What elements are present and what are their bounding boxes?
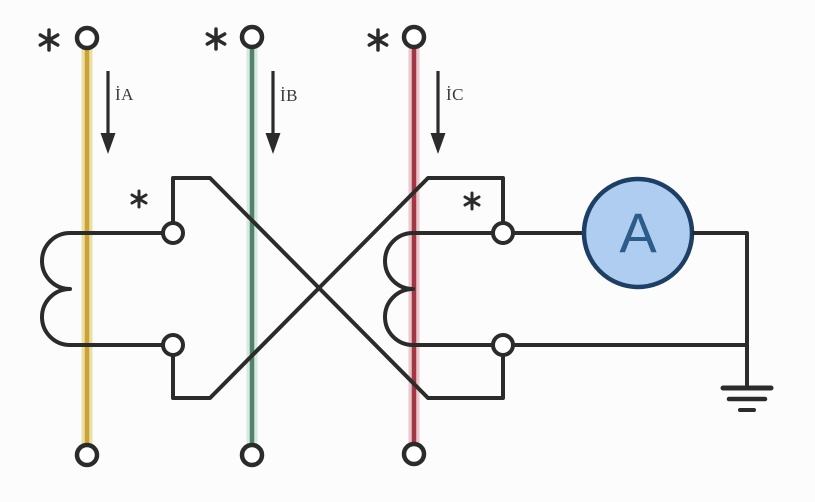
wire-ammeter-to-ground	[692, 231, 749, 386]
ct-c-secondary-terminal-bottom	[491, 333, 515, 357]
phase-b-top-terminal	[239, 24, 265, 50]
phase-a-top-terminal	[74, 25, 100, 51]
crossover-wire-a-bottom-to-c-top	[171, 176, 505, 400]
ct-c-secondary-terminal-top	[491, 221, 515, 245]
phase-a-bottom-terminal	[74, 442, 100, 468]
ct-c-polarity-asterisk-icon	[463, 191, 481, 211]
phase-c-current-label: İC	[446, 85, 464, 104]
phase-b-current-label: İB	[280, 86, 298, 105]
phase-a-current-arrow-icon	[100, 71, 116, 154]
ct-c-winding-coil	[383, 231, 415, 347]
phase-c-current-arrow-icon	[430, 71, 446, 154]
phase-c-polarity-asterisk-icon	[367, 28, 389, 52]
ct-a-secondary-winding	[40, 231, 163, 347]
secondary-crossover-wires	[171, 176, 505, 400]
phase-a-current-label: İA	[115, 85, 134, 104]
ct-c-secondary-winding	[383, 231, 493, 347]
phase-b-polarity-asterisk-icon	[205, 27, 227, 51]
ct-a-secondary-terminal-top	[161, 221, 185, 245]
phase-a-polarity-asterisk-icon	[38, 28, 60, 52]
ct-a-secondary-terminal-bottom	[161, 333, 185, 357]
phase-c-top-terminal	[401, 24, 427, 50]
ct-a-polarity-asterisk-icon	[130, 189, 148, 209]
ammeter-label: A	[619, 201, 657, 264]
phase-c-bottom-terminal	[401, 441, 427, 467]
ct-a-winding-coil	[40, 231, 72, 347]
phase-b-current-arrow-icon	[265, 71, 281, 154]
phase-b-bottom-terminal	[239, 442, 265, 468]
earth-ground-icon	[720, 385, 774, 412]
ammeter-return-wires	[513, 231, 749, 386]
